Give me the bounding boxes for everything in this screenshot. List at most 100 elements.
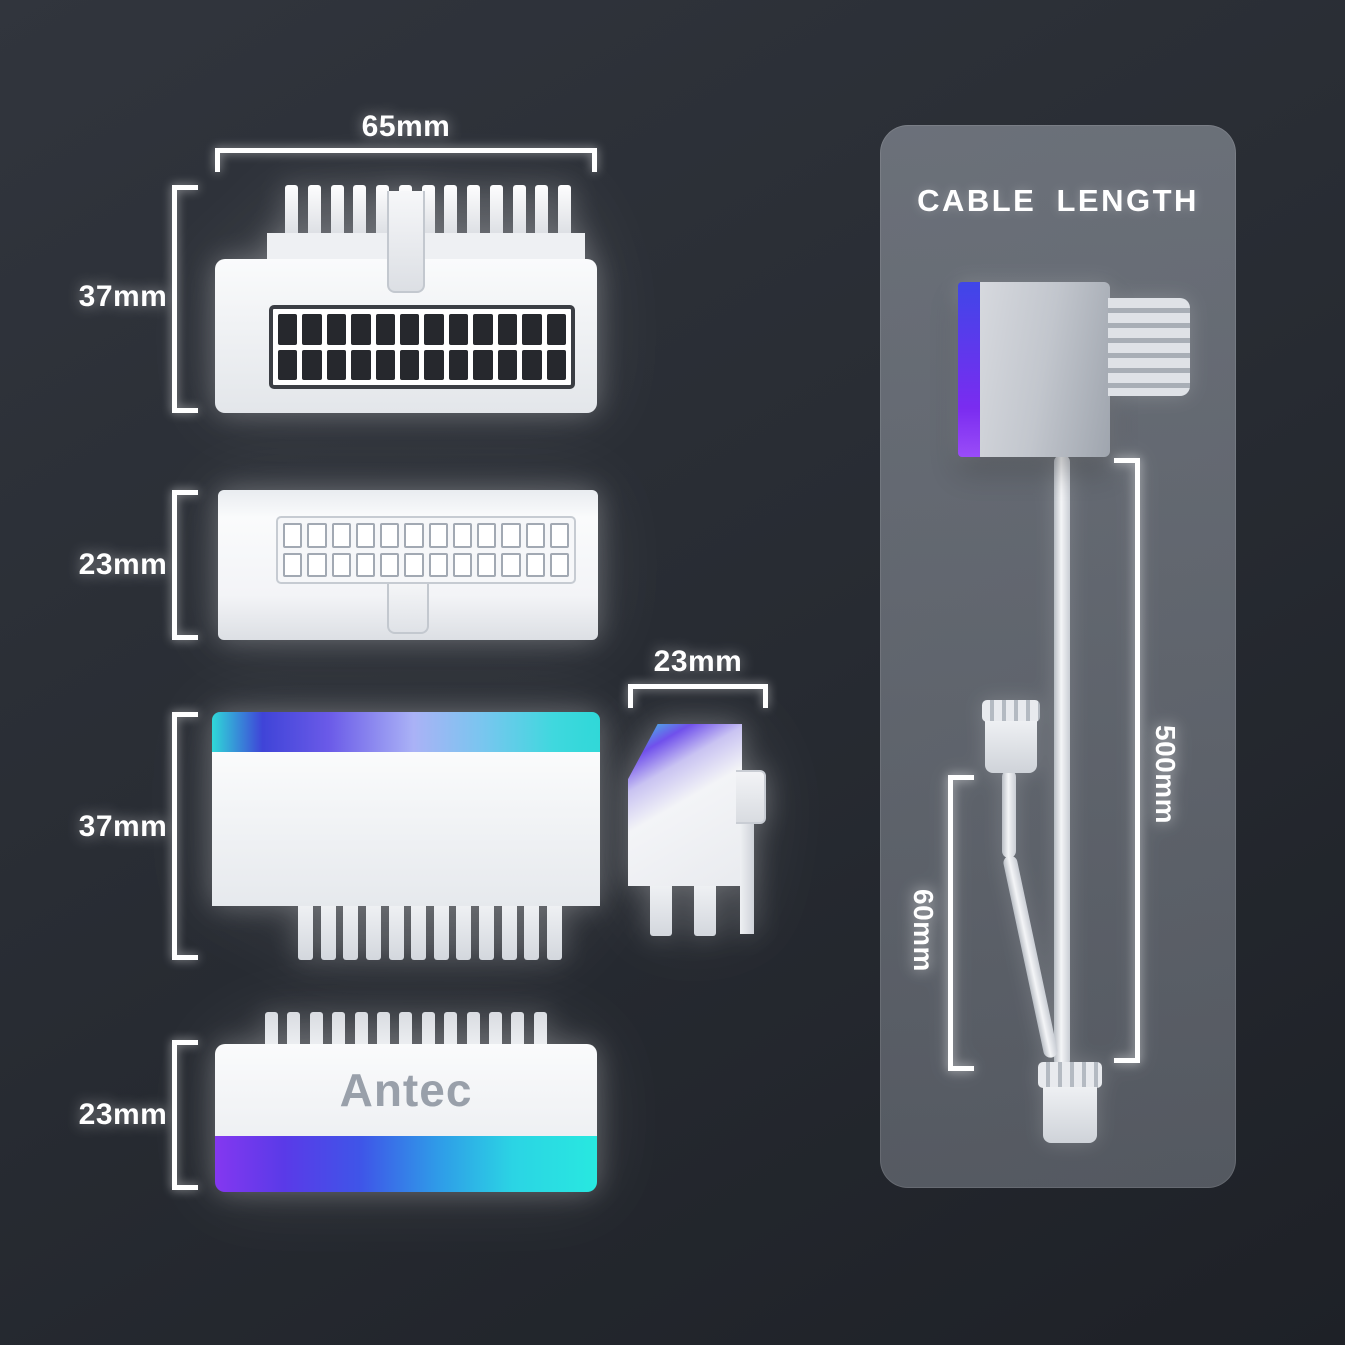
pin-socket	[302, 349, 322, 380]
pin-hole	[404, 552, 424, 577]
bottom-teeth-row	[650, 886, 716, 936]
dimension-label-view2-height: 23mm	[78, 548, 168, 581]
bracket-cap	[948, 1066, 974, 1071]
dimension-label-view4-height: 23mm	[78, 1098, 168, 1131]
pin-tooth	[332, 1012, 346, 1048]
pin-tooth	[353, 185, 367, 241]
pin-tooth	[285, 185, 298, 241]
dimension-bracket-view2	[172, 490, 198, 640]
pin-hole	[331, 552, 351, 577]
bracket-cap	[172, 635, 198, 640]
pin-hole	[428, 552, 448, 577]
end-connector-body	[1043, 1087, 1097, 1143]
cable-length-panel: CABLE LENGTH 500mm	[880, 125, 1236, 1188]
pin-tooth	[399, 1012, 413, 1048]
pin-tooth	[533, 1012, 547, 1048]
connector-rear-view	[218, 490, 598, 640]
latch-clip	[387, 191, 425, 293]
bracket-cap	[1114, 458, 1140, 463]
bracket-line	[215, 148, 597, 153]
pin-socket	[351, 314, 371, 345]
dimension-label-main-length: 500mm	[1150, 725, 1181, 825]
side-tab	[736, 770, 766, 824]
dimension-bracket-view4	[172, 1040, 198, 1190]
pin-socket	[400, 314, 420, 345]
dimension-label-branch-length: 60mm	[908, 889, 939, 972]
pin-tooth	[388, 906, 404, 960]
pin-tooth	[444, 1012, 458, 1048]
pin-tooth	[309, 1012, 323, 1048]
adapter-body	[958, 282, 1110, 457]
branch-connector-body	[985, 721, 1037, 773]
pin-socket	[424, 349, 444, 380]
dimension-label-side-width: 23mm	[653, 645, 743, 678]
pin-socket	[473, 314, 493, 345]
pin-tooth	[512, 185, 526, 241]
pin-hole	[380, 523, 400, 548]
bracket-cap	[215, 148, 220, 172]
bracket-cap	[172, 1185, 198, 1190]
pin-tooth	[466, 1012, 480, 1048]
pin-tooth	[320, 906, 336, 960]
pin-socket	[400, 349, 420, 380]
bracket-cap	[172, 955, 198, 960]
pin-hole	[380, 552, 400, 577]
side-fin	[740, 824, 754, 934]
bracket-line	[172, 490, 177, 640]
pin-tooth	[411, 906, 427, 960]
bracket-cap	[172, 712, 198, 717]
connector-side-view	[628, 712, 778, 944]
pin-hole	[355, 552, 375, 577]
pin-hole	[307, 523, 327, 548]
dimension-bracket-view1	[172, 185, 198, 413]
bracket-line	[172, 185, 177, 413]
dimension-bracket-side-width	[628, 684, 768, 708]
pin-socket	[448, 349, 469, 380]
pin-tooth	[330, 185, 344, 241]
pin-socket	[326, 349, 347, 380]
dimension-label-view1-height: 37mm	[78, 280, 168, 313]
connector-front-view	[215, 185, 597, 413]
pin-tooth	[421, 1012, 435, 1048]
dimension-bracket-view3	[172, 712, 198, 960]
pin-socket	[546, 314, 566, 345]
dimension-bracket-branch-length	[948, 775, 974, 1071]
top-teeth-row	[265, 1012, 547, 1048]
pin-socket	[278, 314, 298, 345]
bracket-cap	[172, 408, 198, 413]
pin-hole	[501, 523, 521, 548]
pin-socket	[351, 349, 371, 380]
pin-socket	[302, 314, 322, 345]
end-connector-ribs	[1038, 1062, 1102, 1088]
pin-tooth	[511, 1012, 525, 1048]
pin-hole	[283, 523, 303, 548]
pin-hole	[501, 552, 521, 577]
pin-hole	[477, 523, 497, 548]
pin-tooth	[489, 185, 503, 241]
bracket-cap	[172, 185, 198, 190]
pin-socket	[326, 314, 347, 345]
pin-tooth	[377, 1012, 391, 1048]
adapter-socket-ribs	[1108, 298, 1190, 396]
pin-hole	[525, 552, 545, 577]
connector-base	[267, 233, 585, 263]
pin-hole	[549, 552, 569, 577]
dimension-bracket-main-length	[1114, 458, 1140, 1063]
pin-socket	[375, 314, 396, 345]
dimension-label-top-width: 65mm	[361, 110, 451, 143]
pin-hole-grid	[276, 516, 576, 584]
antec-logo: Antec	[339, 1064, 473, 1116]
bracket-line	[1135, 458, 1140, 1063]
pin-tooth	[265, 1012, 278, 1048]
pin-tooth	[354, 1012, 368, 1048]
connector-body	[628, 724, 742, 886]
pin-socket	[522, 349, 542, 380]
connector-body	[212, 752, 600, 906]
pin-tooth	[467, 185, 480, 241]
pin-tooth	[444, 185, 458, 241]
bracket-line	[948, 775, 953, 1071]
pin-hole	[283, 552, 303, 577]
pin-tooth	[558, 185, 571, 241]
connector-body: Antec	[215, 1044, 597, 1136]
pin-socket	[497, 349, 518, 380]
